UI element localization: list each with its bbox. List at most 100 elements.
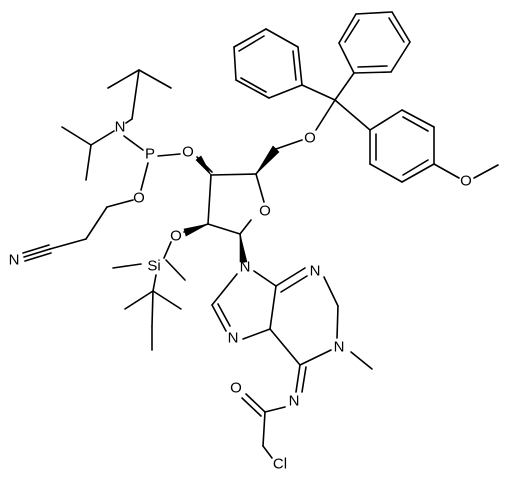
bond [241, 397, 262, 417]
atom-label-n3: N [310, 263, 321, 280]
stereo-wedge [195, 155, 212, 176]
bond [264, 406, 286, 413]
bond [151, 290, 154, 327]
bond [350, 351, 373, 370]
atom-label-phosphorus: P [145, 146, 155, 163]
bond [357, 65, 388, 68]
bond [388, 17, 405, 43]
atom-label-n-nitrile: N [9, 252, 20, 269]
bond [85, 206, 108, 240]
bond [275, 267, 306, 287]
bond [207, 223, 241, 235]
bond [49, 238, 87, 250]
bond [255, 173, 265, 203]
wedge-layer [183, 145, 280, 263]
bond [323, 276, 339, 307]
bond [131, 69, 140, 120]
bond [24, 252, 52, 262]
bond [152, 290, 182, 310]
bond [301, 84, 336, 101]
atom-label-layer: N P O O N O O O O Si N N N N N O Cl [9, 119, 472, 473]
bond [353, 71, 392, 74]
stereo-wedge [183, 223, 209, 237]
bond [262, 411, 266, 447]
bond [124, 290, 154, 310]
bond [391, 11, 411, 43]
stereo-wedge [239, 233, 248, 263]
bond [152, 274, 157, 292]
bond [211, 304, 227, 332]
bond [369, 109, 403, 131]
bond [157, 153, 181, 157]
bond [344, 19, 360, 43]
bond [233, 46, 237, 81]
bond [242, 328, 271, 340]
bond [123, 135, 144, 151]
bond [217, 303, 231, 327]
atom-label-o-3prime: O [182, 144, 194, 161]
bond [138, 69, 172, 89]
bond [292, 50, 297, 81]
bond [280, 275, 308, 293]
bond [245, 393, 266, 413]
atom-label-n9: N [240, 259, 251, 276]
stereo-wedge [255, 145, 280, 175]
bond [239, 219, 252, 235]
bond [125, 118, 133, 124]
bond [207, 174, 212, 225]
bond [163, 241, 172, 259]
bond [238, 35, 265, 52]
bond [473, 164, 499, 179]
atom-label-silicon: Si [147, 258, 160, 275]
atom-label-o-carbonyl: O [230, 380, 242, 397]
bond [210, 173, 257, 176]
bond [269, 285, 277, 330]
bond [235, 79, 270, 99]
bond-layer [22, 11, 499, 459]
bond [297, 46, 303, 86]
bond [402, 116, 429, 132]
bond [85, 144, 92, 181]
bond [433, 163, 460, 179]
bond [402, 159, 429, 176]
atom-label-chlorine: Cl [273, 456, 287, 473]
bond [112, 263, 142, 269]
bond [334, 99, 371, 131]
bond [295, 364, 301, 393]
bond [401, 163, 435, 183]
bond [334, 72, 355, 101]
atom-label-o-cyanoethyl: O [133, 190, 145, 207]
bond [268, 84, 303, 99]
bond [140, 162, 149, 191]
bond [401, 109, 435, 128]
bond [233, 28, 267, 48]
bond [90, 130, 115, 146]
bond [61, 126, 92, 146]
atom-label-n7: N [228, 330, 239, 347]
atom-label-o-methoxy: O [460, 173, 472, 190]
atom-label-o-2prime: O [170, 228, 182, 245]
bond [23, 248, 51, 258]
bond [165, 259, 186, 281]
bond [253, 270, 277, 287]
bond [390, 41, 411, 73]
bond [338, 13, 357, 44]
atom-label-o-5prime: O [304, 130, 316, 147]
bond [336, 305, 339, 339]
atom-label-n-amine: N [115, 119, 126, 136]
bond [275, 139, 303, 150]
bond [338, 42, 355, 74]
bond [262, 445, 273, 459]
atom-label-n6: N [289, 393, 300, 410]
bond [355, 11, 393, 15]
bond [369, 163, 403, 183]
atom-label-n1: N [334, 339, 345, 356]
bond [265, 28, 299, 48]
bond [107, 69, 140, 89]
bond [240, 77, 267, 93]
bond [22, 244, 50, 254]
bond [269, 328, 301, 366]
bond [299, 349, 332, 366]
